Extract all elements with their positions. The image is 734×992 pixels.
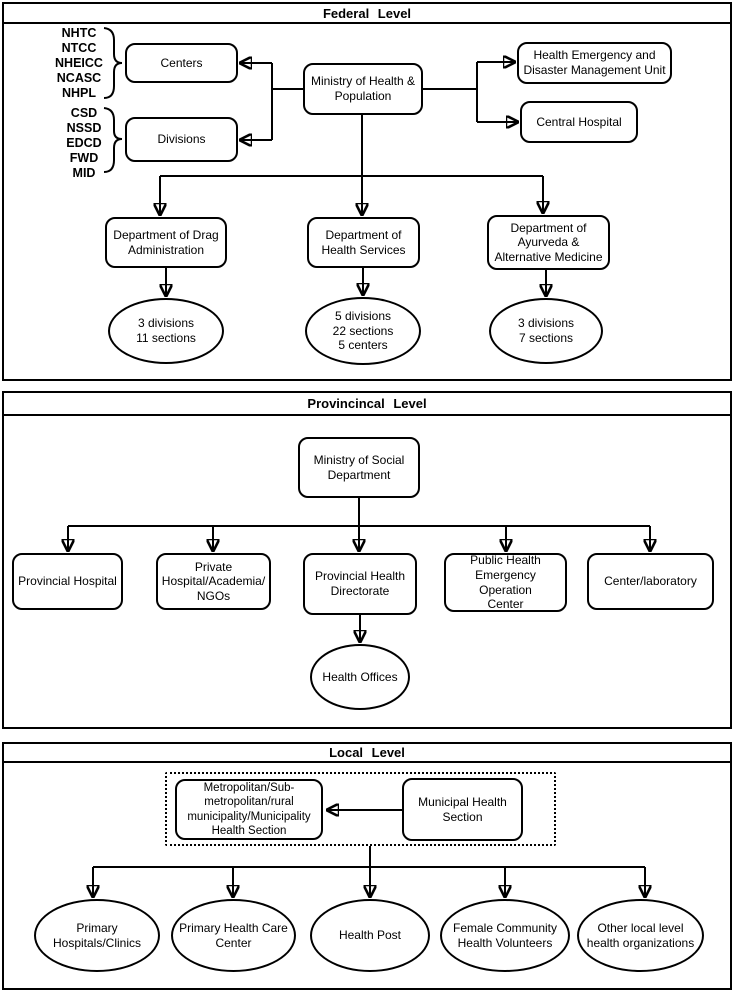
primary-health-care-center-ellipse: Primary Health Care Center xyxy=(171,899,296,972)
centers-acronym-list: NHTC NTCC NHEICC NCASC NHPL xyxy=(55,26,103,100)
central-hospital-box: Central Hospital xyxy=(520,101,638,143)
center-laboratory-box: Center/laboratory xyxy=(587,553,714,610)
provincial-health-directorate-box: Provincial Health Directorate xyxy=(303,553,417,615)
private-hospital-ngos-box: Private Hospital/Academia/ NGOs xyxy=(156,553,271,610)
dept-health-stats-ellipse: 5 divisions 22 sections 5 centers xyxy=(305,297,421,365)
public-health-emergency-center-box: Public Health Emergency Operation Center xyxy=(444,553,567,612)
centers-box: Centers xyxy=(125,43,238,83)
dept-drug-administration-box: Department of Drag Administration xyxy=(105,217,227,268)
health-post-ellipse: Health Post xyxy=(310,899,430,972)
local-section: Local Level xyxy=(2,742,732,990)
provincial-hospital-box: Provincial Hospital xyxy=(12,553,123,610)
dept-ayurveda-stats-ellipse: 3 divisions 7 sections xyxy=(489,298,603,364)
female-community-health-volunteers-ellipse: Female Community Health Volunteers xyxy=(440,899,570,972)
divisions-acronym-list: CSD NSSD EDCD FWD MID xyxy=(66,106,102,180)
dept-ayurveda-box: Department of Ayurveda & Alternative Med… xyxy=(487,215,610,270)
divisions-box: Divisions xyxy=(125,117,238,162)
federal-section-title: Federal Level xyxy=(4,4,730,24)
ministry-health-population-box: Ministry of Health & Population xyxy=(303,63,423,115)
other-local-orgs-ellipse: Other local level health organizations xyxy=(577,899,704,972)
metropolitan-health-section-box: Metropolitan/Sub- metropolitan/rural mun… xyxy=(175,779,323,840)
provincial-section-title: Provincincal Level xyxy=(4,393,730,416)
primary-hospitals-clinics-ellipse: Primary Hospitals/Clinics xyxy=(34,899,160,972)
dept-health-services-box: Department of Health Services xyxy=(307,217,420,268)
health-offices-ellipse: Health Offices xyxy=(310,644,410,710)
municipal-health-section-box: Municipal Health Section xyxy=(402,778,523,841)
provincial-section: Provincincal Level xyxy=(2,391,732,729)
local-health-section-dotted-group xyxy=(165,772,556,846)
dept-drug-stats-ellipse: 3 divisions 11 sections xyxy=(108,298,224,364)
federal-section: Federal Level xyxy=(2,2,732,381)
health-emergency-unit-box: Health Emergency and Disaster Management… xyxy=(517,42,672,84)
ministry-social-department-box: Ministry of Social Department xyxy=(298,437,420,498)
local-section-title: Local Level xyxy=(4,744,730,763)
